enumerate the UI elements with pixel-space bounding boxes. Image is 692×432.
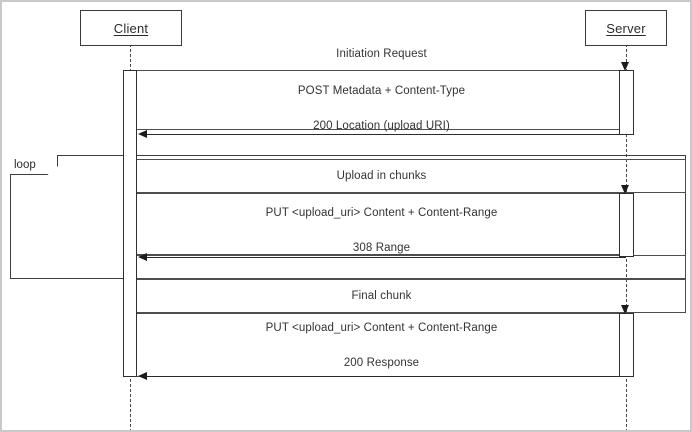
message-label-200-location: 200 Location (upload URI) [313, 120, 450, 132]
message-label-initiation-request: Initiation Request [336, 48, 427, 60]
participant-client-label: Client [113, 20, 149, 36]
message-label-final-chunk: Final chunk [351, 290, 412, 302]
message-frame-loop-body-tail [130, 255, 686, 279]
message-label-put-chunk: PUT <upload_uri> Content + Content-Range [265, 207, 498, 219]
arrowhead-308-range [138, 253, 147, 261]
message-label-put-final-chunk: PUT <upload_uri> Content + Content-Range [265, 322, 498, 334]
fragment-loop-operator: loop [14, 158, 36, 171]
message-label-200-response: 200 Response [343, 357, 420, 369]
arrow-line-308-range [141, 257, 626, 258]
participant-server[interactable]: Server [585, 10, 667, 46]
fragment-loop-tag: loop [10, 155, 58, 175]
arrow-line-200-location [141, 134, 626, 135]
message-label-post-metadata: POST Metadata + Content-Type [297, 85, 466, 97]
activation-bar-client [123, 70, 137, 377]
message-label-upload-in-chunks: Upload in chunks [336, 170, 427, 182]
arrowhead-put-chunk [621, 185, 629, 194]
arrowhead-200-location [138, 130, 147, 138]
arrowhead-put-final-chunk [621, 305, 629, 314]
arrowhead-200-response [138, 372, 147, 380]
message-label-308-range: 308 Range [352, 242, 411, 254]
participant-server-label: Server [606, 20, 646, 36]
arrow-line-200-response [141, 376, 626, 377]
participant-client[interactable]: Client [80, 10, 182, 46]
arrowhead-post-metadata [621, 62, 629, 71]
